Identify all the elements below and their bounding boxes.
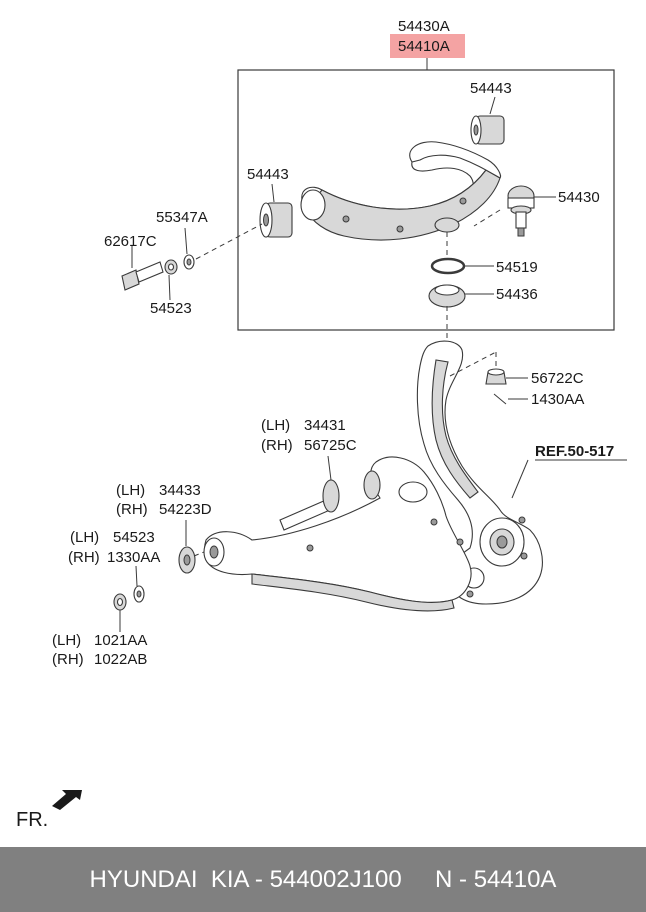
group-frame [237,69,615,331]
label-snap-ring: 54519 [496,259,538,276]
label-cam-rh-tag: (RH) [116,501,148,518]
snap-ring [430,257,466,275]
cam-plate [178,546,196,574]
label-nut-lh-num: 1021AA [94,632,147,649]
label-cotter-pin: 1430AA [531,391,584,408]
label-cam-lh-tag: (LH) [116,482,145,499]
upper-control-arm [300,141,502,241]
callout-line [168,274,171,301]
label-bolt-rh-tag: (RH) [261,437,293,454]
label-nut: 54523 [150,300,192,317]
callout-line [135,565,138,587]
washer [183,254,195,270]
label-castle-nut: 56722C [531,370,584,387]
label-bolt: 62617C [104,233,157,250]
castle-nut [485,368,507,385]
callout-line [489,96,496,115]
label-nut-rh-num: 1022AB [94,651,147,668]
lower-arm-nut [113,593,127,611]
callout-line [327,455,332,481]
front-arrow-icon [52,790,82,810]
dashed-line [193,551,205,557]
steering-knuckle [416,340,543,605]
dashed-line [473,209,501,227]
cam-washer [133,585,145,603]
label-camw-lh-tag: (LH) [70,529,99,546]
callout-line [511,459,529,499]
label-bushing-left: 54443 [247,166,289,183]
label-bolt-lh-num: 34431 [304,417,346,434]
dashed-line [195,223,263,260]
label-camw-rh-tag: (RH) [68,549,100,566]
callout-line [184,227,188,255]
label-54410A: 54410A [398,38,450,55]
label-bushing-right: 54443 [470,80,512,97]
bushing-left [259,202,293,238]
bolt [121,261,164,291]
label-ref: REF.50-517 [535,443,614,460]
nut [164,259,178,275]
label-washer: 55347A [156,209,208,226]
label-front: FR. [16,809,48,831]
parts-diagram: 54430A 54410A 54443 54443 54430 55347A 6… [16,18,627,831]
label-boot: 54436 [496,286,538,303]
ball-joint [507,185,535,237]
label-cam-lh-num: 34433 [159,482,201,499]
label-54430A: 54430A [398,18,450,35]
bushing-right [470,115,505,145]
label-camw-lh-num: 54523 [113,529,155,546]
footer-bar: HYUNDAI KIA - 544002J100 N - 54410A [0,847,646,912]
label-bolt-lh-tag: (LH) [261,417,290,434]
label-nut-lh-tag: (LH) [52,632,81,649]
label-nut-rh-tag: (RH) [52,651,84,668]
label-cam-rh-num: 54223D [159,501,212,518]
label-camw-rh-num: 1330AA [107,549,160,566]
dust-boot [428,284,466,308]
callout-line [271,183,275,203]
label-ball-joint: 54430 [558,189,600,206]
highlight-box [390,34,465,58]
lower-arm-bolt [279,479,340,531]
cotter-pin [493,393,507,405]
lower-control-arm [203,456,472,612]
label-bolt-rh-num: 56725C [304,437,357,454]
